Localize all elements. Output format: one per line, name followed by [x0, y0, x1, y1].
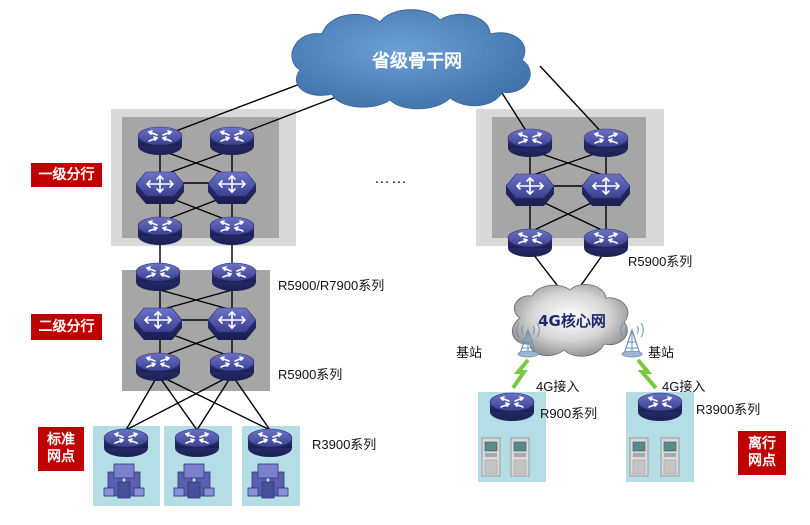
tier-standard-outlet-line1: 标准 [47, 432, 75, 448]
tier-offline-outlet-line1: 离行 [748, 436, 776, 452]
label-4g-access-left: 4G接入 [536, 379, 580, 394]
level2-switch-left [133, 307, 183, 341]
offline-router-right [637, 392, 683, 422]
wireless-link-right [636, 358, 658, 390]
right-router-bottom-right [583, 228, 629, 258]
label-r5900-r7900: R5900/R7900系列 [278, 278, 385, 293]
tier-standard-outlet-line2: 网点 [47, 449, 75, 465]
outlet-router-1 [103, 428, 149, 458]
label-base-station-right: 基站 [648, 345, 675, 360]
level1-router-bottom-right [209, 216, 255, 246]
tier-level2-tag: 二级分行 [31, 314, 102, 340]
right-switch-left [505, 173, 555, 207]
label-r900: R900系列 [540, 406, 598, 421]
level1-switch-right [207, 171, 257, 205]
backbone-cloud-label: 省级骨干网 [372, 51, 462, 72]
offline-router-left [489, 392, 535, 422]
label-r5900-left: R5900系列 [278, 367, 343, 382]
right-router-top-right [583, 128, 629, 158]
core-cloud-label: 4G核心网 [538, 312, 606, 330]
atm-icon-3 [629, 437, 649, 477]
atm-icon-1 [481, 437, 501, 477]
label-r3900-left: R3900系列 [312, 437, 377, 452]
level1-router-bottom-left [137, 216, 183, 246]
outlet-router-3 [247, 428, 293, 458]
right-router-bottom-left [507, 228, 553, 258]
level1-router-top-right [209, 126, 255, 156]
level1-switch-left [135, 171, 185, 205]
ellipsis: …… [374, 170, 408, 187]
wireless-link-left [511, 358, 530, 390]
label-4g-access-right: 4G接入 [662, 379, 706, 394]
tier-level1-tag: 一级分行 [31, 163, 102, 187]
level2-router-top-left [135, 262, 181, 292]
atm-icon-4 [660, 437, 680, 477]
atm-icon-2 [510, 437, 530, 477]
outlet-router-2 [174, 428, 220, 458]
tier-offline-outlet-tag: 离行 网点 [738, 431, 786, 475]
level2-router-top-right [211, 262, 257, 292]
label-base-station-left: 基站 [456, 345, 483, 360]
tier-offline-outlet-line2: 网点 [748, 453, 776, 469]
label-r5900-right: R5900系列 [628, 254, 693, 269]
backbone-cloud [291, 9, 531, 110]
tier-standard-outlet-tag: 标准 网点 [38, 427, 84, 471]
level1-router-top-left [137, 126, 183, 156]
label-r3900-right: R3900系列 [696, 402, 761, 417]
right-router-top-left [507, 128, 553, 158]
level2-router-bottom-right [209, 352, 255, 382]
level2-switch-right [207, 307, 257, 341]
level2-router-bottom-left [135, 352, 181, 382]
right-switch-right [581, 173, 631, 207]
